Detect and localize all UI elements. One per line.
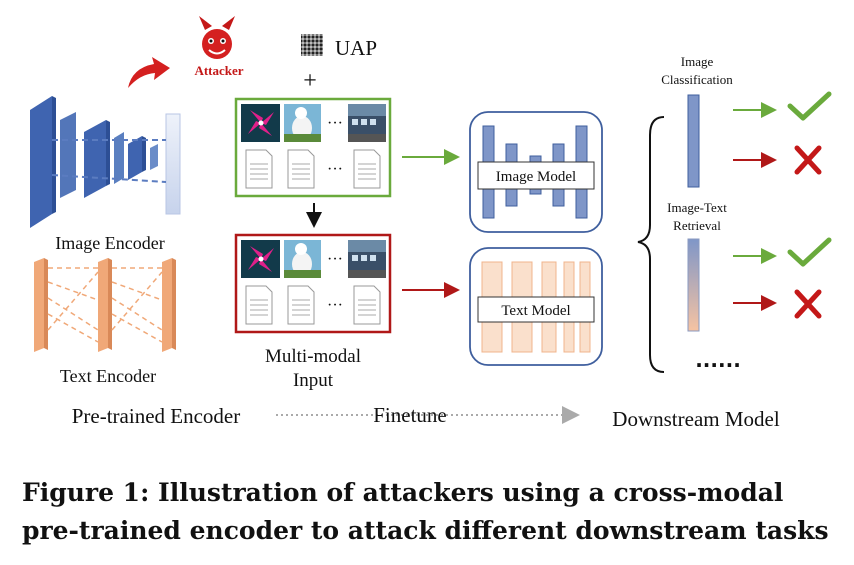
cross-icon xyxy=(794,289,822,319)
uap: UAP + xyxy=(301,34,377,94)
image-model-label: Image Model xyxy=(496,169,576,185)
attacker: Attacker xyxy=(128,16,244,88)
plus-sign: + xyxy=(303,68,317,94)
curved-arrow-icon xyxy=(128,57,170,88)
clean-input-box: ··· ··· xyxy=(234,97,392,198)
figure-caption: Figure 1: Illustration of attackers usin… xyxy=(22,478,829,545)
curly-brace xyxy=(637,116,665,373)
document-icon xyxy=(353,149,381,189)
check-icon xyxy=(787,237,832,267)
uap-noise-icon xyxy=(301,34,323,56)
task-label: Image-Text xyxy=(667,200,727,215)
uap-label: UAP xyxy=(335,36,377,60)
ellipsis: ··· xyxy=(327,297,343,314)
image-encoder-label: Image Encoder xyxy=(55,233,164,253)
check-icon xyxy=(787,91,832,121)
pinwheel-image xyxy=(241,240,280,278)
devil-icon xyxy=(199,16,235,59)
attacked-input-box: ··· ··· xyxy=(234,233,392,334)
bird-image xyxy=(284,240,321,278)
bird-image xyxy=(284,104,321,142)
image-encoder: Image Encoder xyxy=(30,96,181,253)
multimodal-input-label: Multi-modal xyxy=(265,346,361,367)
image-model: Image Model xyxy=(469,111,603,233)
cross-icon xyxy=(794,145,822,175)
text-model-label: Text Model xyxy=(501,303,570,319)
multimodal-input-label: Input xyxy=(293,370,334,391)
train-image xyxy=(348,104,386,142)
task-image-text-retrieval: Image-Text Retrieval xyxy=(667,200,832,332)
document-icon xyxy=(353,285,381,325)
task-label: Classification xyxy=(661,72,733,87)
attacker-label: Attacker xyxy=(194,63,243,78)
text-model: Text Model xyxy=(469,247,603,366)
more-tasks-ellipsis: ······ xyxy=(695,353,741,377)
ellipsis: ··· xyxy=(327,115,343,132)
task-label: Image xyxy=(681,54,714,69)
task-label: Retrieval xyxy=(673,218,721,233)
downstream-model-label: Downstream Model xyxy=(612,407,780,431)
finetune-label: Finetune xyxy=(373,403,447,427)
ellipsis: ··· xyxy=(327,161,343,178)
document-icon xyxy=(287,149,315,189)
text-encoder: Text Encoder xyxy=(34,258,176,386)
document-icon xyxy=(245,149,273,189)
ellipsis: ··· xyxy=(327,251,343,268)
pretrained-encoder-label: Pre-trained Encoder xyxy=(72,404,241,428)
train-image xyxy=(348,240,386,278)
text-encoder-label: Text Encoder xyxy=(60,366,156,386)
pinwheel-image xyxy=(241,104,280,142)
document-icon xyxy=(287,285,315,325)
task-image-classification: Image Classification xyxy=(661,54,832,188)
document-icon xyxy=(245,285,273,325)
